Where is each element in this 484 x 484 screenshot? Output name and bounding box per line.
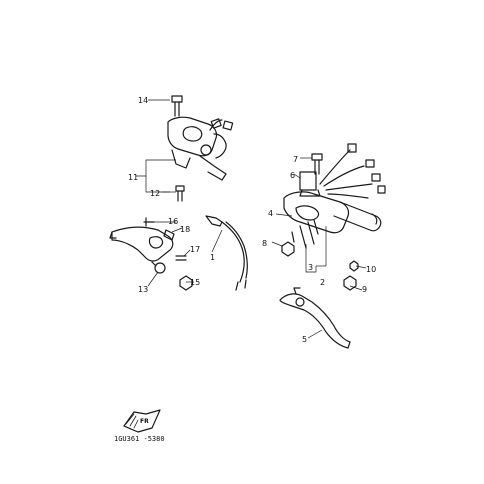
- callout-8: 8: [262, 239, 267, 248]
- callout-17: 17: [190, 245, 200, 254]
- callout-10: 10: [366, 265, 376, 274]
- callout-2: 2: [320, 278, 325, 287]
- callout-11: 11: [128, 173, 138, 182]
- cable: [205, 215, 248, 291]
- callout-13: 13: [138, 285, 148, 294]
- callout-18: 18: [180, 225, 190, 234]
- callout-12: 12: [150, 189, 160, 198]
- callout-6: 6: [290, 171, 295, 180]
- right-handlebar-switch: [281, 143, 386, 291]
- callout-4: 4: [268, 209, 273, 218]
- callout-labels: 14 11 12 16 18 17 1 13 15 7 6 4 8 3 2 10…: [128, 96, 376, 344]
- left-lever: [109, 217, 193, 291]
- callout-16: 16: [168, 217, 178, 226]
- callout-15: 15: [190, 278, 200, 287]
- callout-9: 9: [362, 285, 367, 294]
- callout-3: 3: [308, 263, 313, 272]
- callout-7: 7: [293, 155, 298, 164]
- callout-5: 5: [302, 335, 307, 344]
- front-direction-mark: FR: [123, 409, 161, 433]
- front-mark-label: FR: [140, 418, 149, 425]
- drawing-code: 1GU361 -5380: [114, 435, 165, 443]
- leader-lines: [136, 99, 367, 339]
- callout-14: 14: [138, 96, 148, 105]
- callout-1: 1: [210, 253, 215, 262]
- left-handlebar-switch: [167, 95, 234, 202]
- right-lever: [279, 287, 351, 349]
